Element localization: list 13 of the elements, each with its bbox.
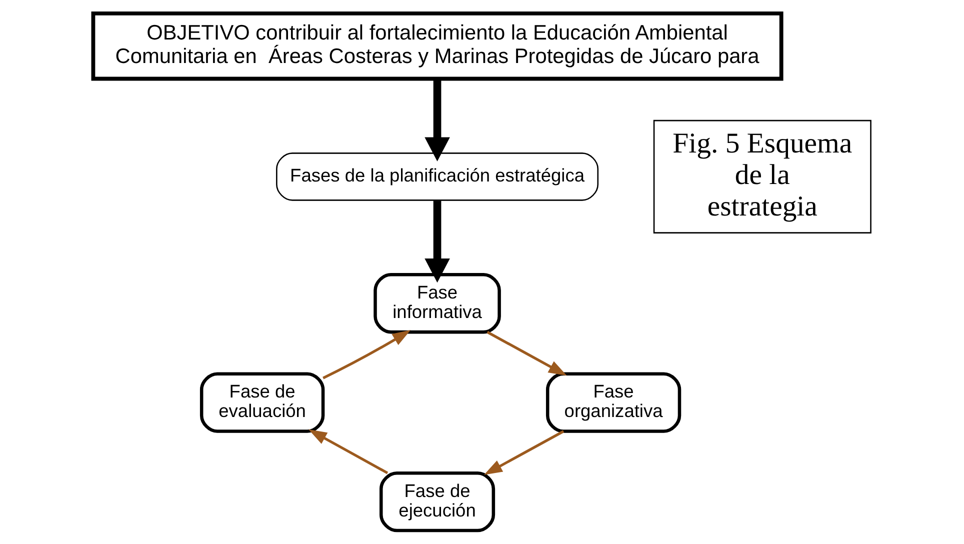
node-box: Fases de la planificación estratégica <box>276 152 599 201</box>
arrow <box>484 430 564 475</box>
arrow <box>424 79 450 162</box>
node-box: Fase de evaluación <box>200 372 325 433</box>
node-box: Fase de ejecución <box>380 471 496 532</box>
node-box: OBJETIVO contribuir al fortalecimiento la Educación Ambiental Comunitaria en Áreas Costeras y Marinas Protegidas de Júcaro para <box>91 12 784 81</box>
arrow <box>424 200 450 283</box>
node-box: Fase organizativa <box>546 372 682 433</box>
arrow <box>486 330 567 376</box>
arrow <box>308 429 388 474</box>
node-box: Fig. 5 Esquema de la estrategia <box>653 120 872 234</box>
node-box: Fase informativa <box>374 272 501 334</box>
arrow <box>322 330 411 380</box>
